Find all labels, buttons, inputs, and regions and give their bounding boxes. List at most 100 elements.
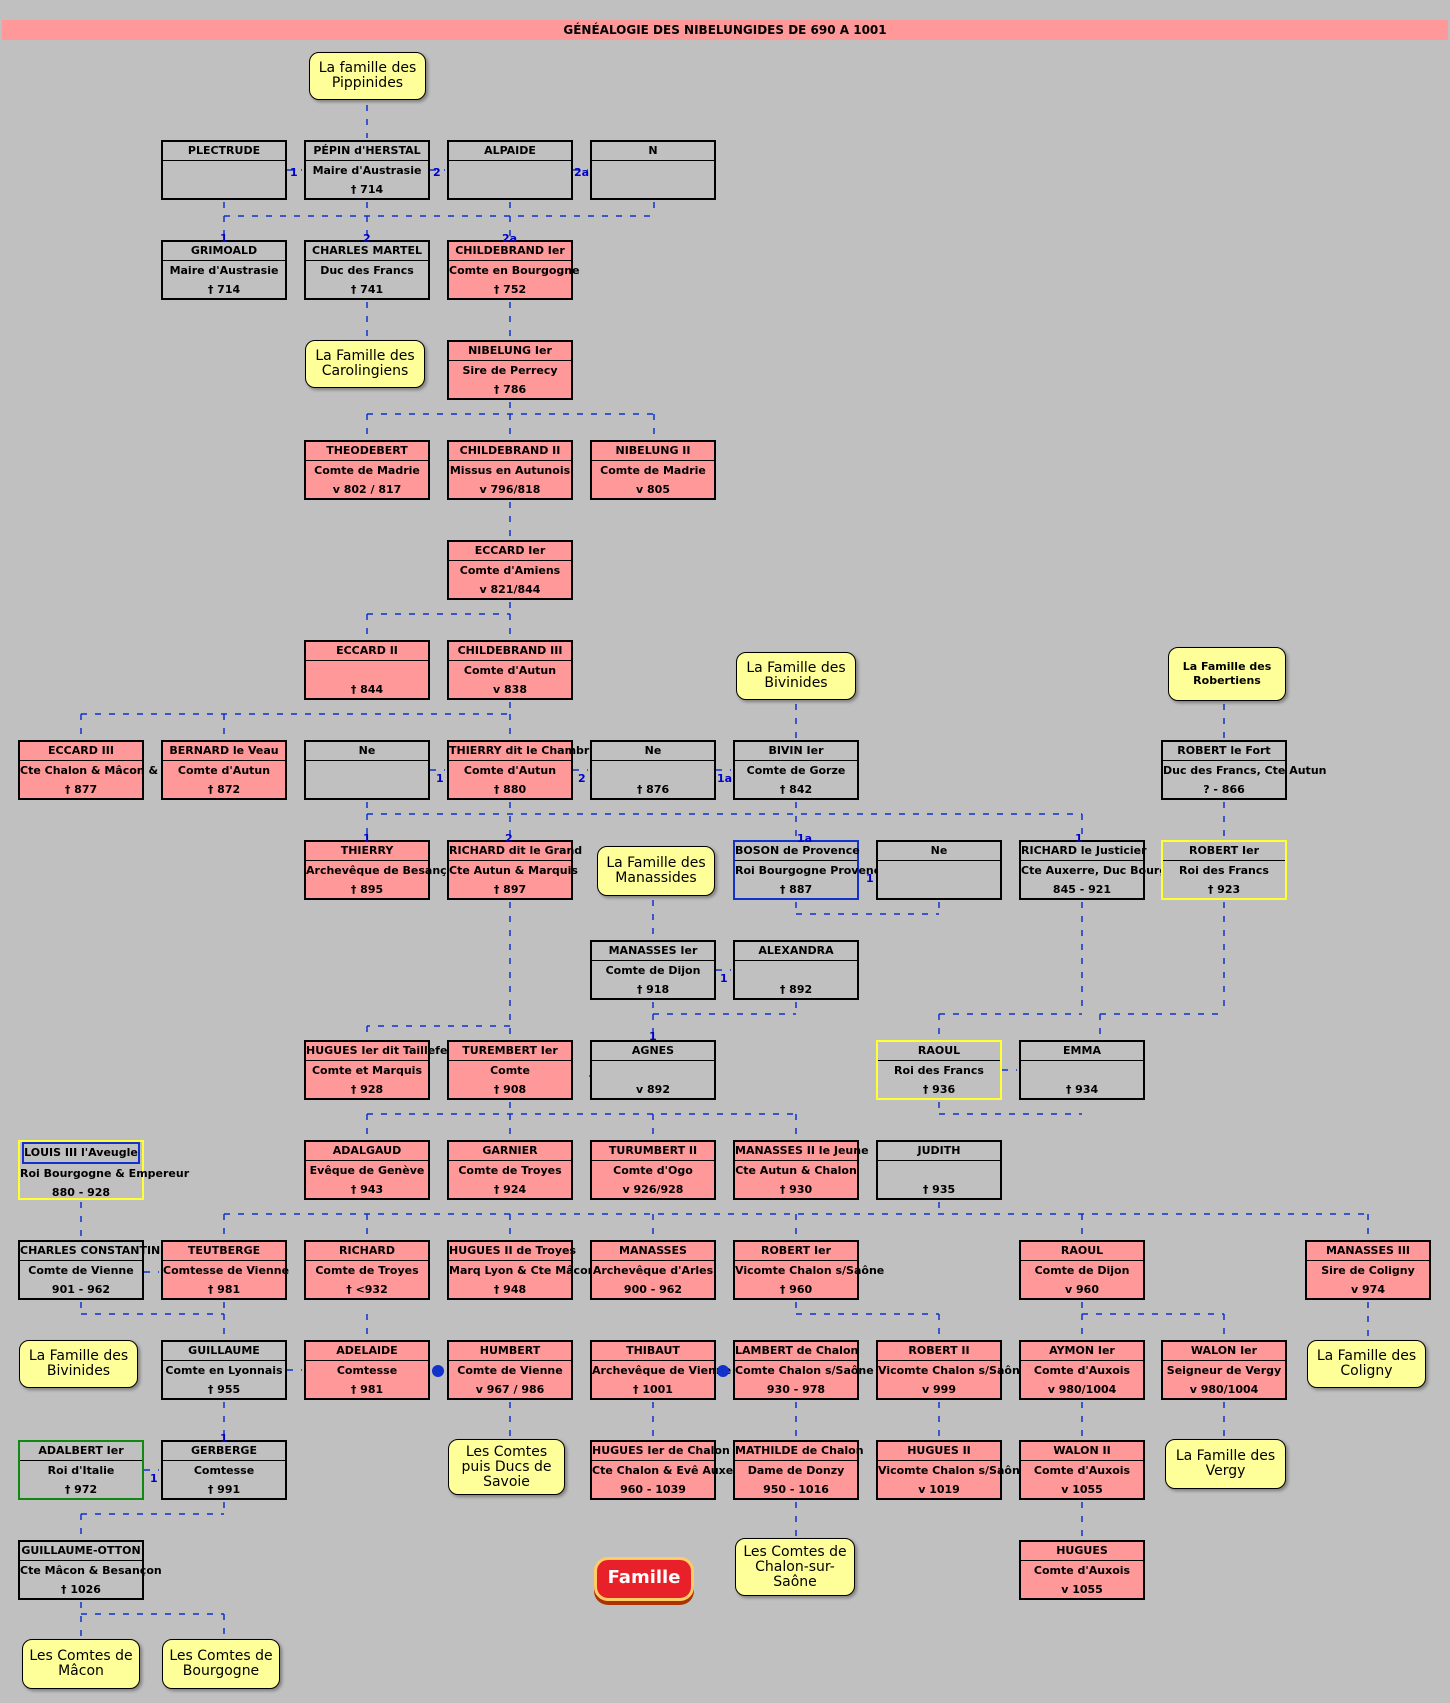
person-box[interactable]: ALEXANDRA† 892 — [733, 940, 859, 1000]
person-title: Cte Auxerre, Duc Bourgogne — [1021, 864, 1198, 877]
link-dot-icon — [717, 1365, 729, 1377]
person-dates: † <932 — [346, 1283, 388, 1296]
person-name: EMMA — [1021, 1042, 1143, 1061]
marriage-order-label: 1 — [290, 166, 298, 179]
person-box[interactable]: EMMA† 934 — [1019, 1040, 1145, 1100]
person-title: Comtesse — [336, 1364, 398, 1377]
person-box[interactable]: Ne — [876, 840, 1002, 900]
person-name: BOSON de Provence — [735, 842, 860, 861]
person-name: MANASSES III — [1307, 1242, 1429, 1261]
page-title: GÉNÉALOGIE DES NIBELUNGIDES DE 690 A 100… — [2, 20, 1448, 40]
person-name: WALON II — [1021, 1442, 1143, 1461]
person-name: Ne — [306, 742, 428, 761]
person-box[interactable]: ECCARD II† 844 — [304, 640, 430, 700]
person-box[interactable]: Ne — [304, 740, 430, 800]
person-box[interactable]: ALPAIDE — [447, 140, 573, 200]
person-title — [1021, 1061, 1143, 1081]
person-title — [306, 761, 428, 781]
person-title: Vicomte Chalon s/Saône — [735, 1264, 885, 1277]
person-dates: † 924 — [493, 1183, 527, 1196]
person-box[interactable]: JUDITH† 935 — [876, 1140, 1002, 1200]
person-title: Duc des Francs, Cte Autun — [1163, 764, 1327, 777]
person-box[interactable]: Ne† 876 — [590, 740, 716, 800]
famille-button[interactable]: Famille — [594, 1557, 694, 1601]
person-name: PLECTRUDE — [163, 142, 285, 161]
person-dates: v 796/818 — [479, 483, 541, 496]
person-dates: † 844 — [350, 683, 384, 696]
family-link-line: Saône — [773, 1573, 817, 1590]
person-title: Sire de Perrecy — [462, 364, 558, 377]
person-box[interactable]: PLECTRUDE — [161, 140, 287, 200]
person-box[interactable]: N — [590, 140, 716, 200]
person-dates: † 892 — [779, 983, 813, 996]
